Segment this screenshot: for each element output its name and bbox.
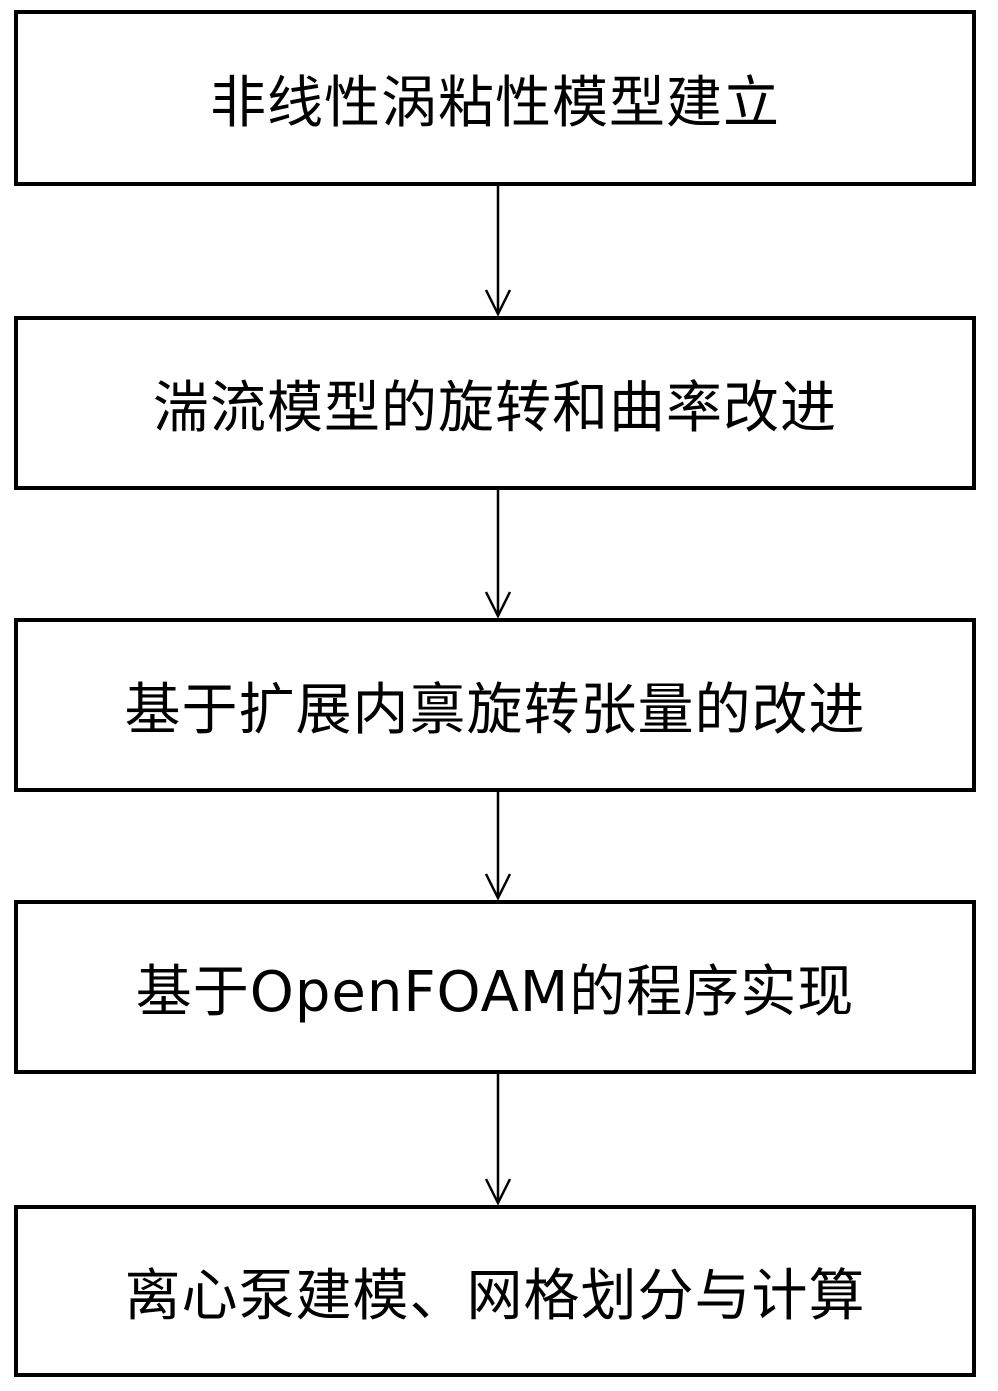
arrow-down-icon bbox=[486, 792, 510, 898]
flow-step-label: 离心泵建模、网格划分与计算 bbox=[125, 1251, 866, 1332]
flow-step-label: 基于OpenFOAM的程序实现 bbox=[136, 947, 855, 1028]
flow-step-model-building: 非线性涡粘性模型建立 bbox=[14, 10, 976, 186]
flow-step-label: 非线性涡粘性模型建立 bbox=[210, 58, 780, 139]
flow-step-label: 基于扩展内禀旋转张量的改进 bbox=[125, 665, 866, 746]
flow-step-intrinsic-rotation-tensor: 基于扩展内禀旋转张量的改进 bbox=[14, 618, 976, 792]
flow-step-pump-modeling: 离心泵建模、网格划分与计算 bbox=[14, 1205, 976, 1377]
flow-step-rotation-curvature: 湍流模型的旋转和曲率改进 bbox=[14, 316, 976, 490]
arrow-down-icon bbox=[486, 490, 510, 616]
flow-step-label: 湍流模型的旋转和曲率改进 bbox=[153, 363, 837, 444]
arrow-down-icon bbox=[486, 186, 510, 314]
arrow-down-icon bbox=[486, 1074, 510, 1203]
flow-step-openfoam-implementation: 基于OpenFOAM的程序实现 bbox=[14, 900, 976, 1074]
